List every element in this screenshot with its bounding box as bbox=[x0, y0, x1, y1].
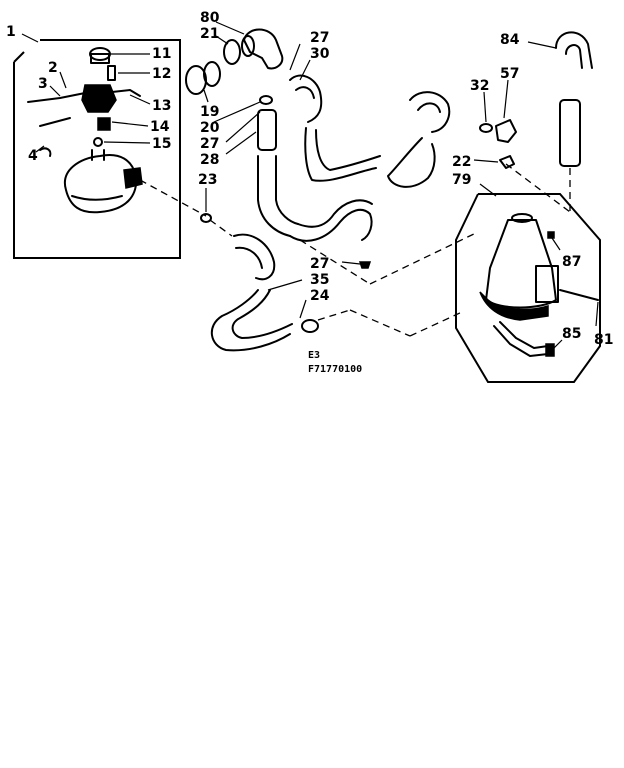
callout-1: 1 bbox=[6, 24, 16, 40]
callout-labels: 1 2 3 4 11 12 13 14 15 80 21 19 20 27 28… bbox=[6, 10, 613, 375]
callout-13: 13 bbox=[152, 98, 171, 114]
callout-4: 4 bbox=[28, 148, 38, 164]
callout-19: 19 bbox=[200, 104, 219, 120]
tub-assembly-parts bbox=[479, 213, 599, 357]
callout-3: 3 bbox=[38, 76, 48, 92]
center-hose-parts bbox=[185, 28, 593, 352]
figure-code: F71770100 bbox=[308, 364, 362, 375]
tub-assembly-frame bbox=[455, 193, 601, 383]
callout-80: 80 bbox=[200, 10, 220, 26]
callout-27-top: 27 bbox=[310, 30, 329, 46]
callout-79: 79 bbox=[452, 172, 471, 188]
callout-14: 14 bbox=[150, 119, 170, 135]
callout-21: 21 bbox=[200, 26, 219, 42]
callout-84: 84 bbox=[500, 32, 520, 48]
callout-32: 32 bbox=[470, 78, 489, 94]
callout-2: 2 bbox=[48, 60, 58, 76]
callout-24: 24 bbox=[310, 288, 330, 304]
callout-57: 57 bbox=[500, 66, 519, 82]
code-e3: E3 bbox=[308, 350, 320, 361]
callout-28: 28 bbox=[200, 152, 219, 168]
connection-lines bbox=[139, 163, 571, 337]
callout-35: 35 bbox=[310, 272, 329, 288]
callout-15: 15 bbox=[152, 136, 171, 152]
callout-30: 30 bbox=[310, 46, 330, 62]
callout-27-lower: 27 bbox=[310, 256, 329, 272]
callout-27-upper: 27 bbox=[200, 136, 219, 152]
pump-assembly-frame bbox=[13, 39, 181, 259]
pump-assembly-parts bbox=[27, 47, 143, 214]
left-leaders bbox=[21, 33, 151, 153]
callout-22: 22 bbox=[452, 154, 471, 170]
callout-87: 87 bbox=[562, 254, 581, 270]
center-right-leaders bbox=[203, 21, 599, 351]
callout-12: 12 bbox=[152, 66, 171, 82]
callout-11: 11 bbox=[152, 46, 171, 62]
callout-85: 85 bbox=[562, 326, 581, 342]
callout-20: 20 bbox=[200, 120, 220, 136]
pump-assembly-frame-corner bbox=[13, 51, 25, 63]
callout-23: 23 bbox=[198, 172, 217, 188]
callout-81: 81 bbox=[594, 332, 613, 348]
